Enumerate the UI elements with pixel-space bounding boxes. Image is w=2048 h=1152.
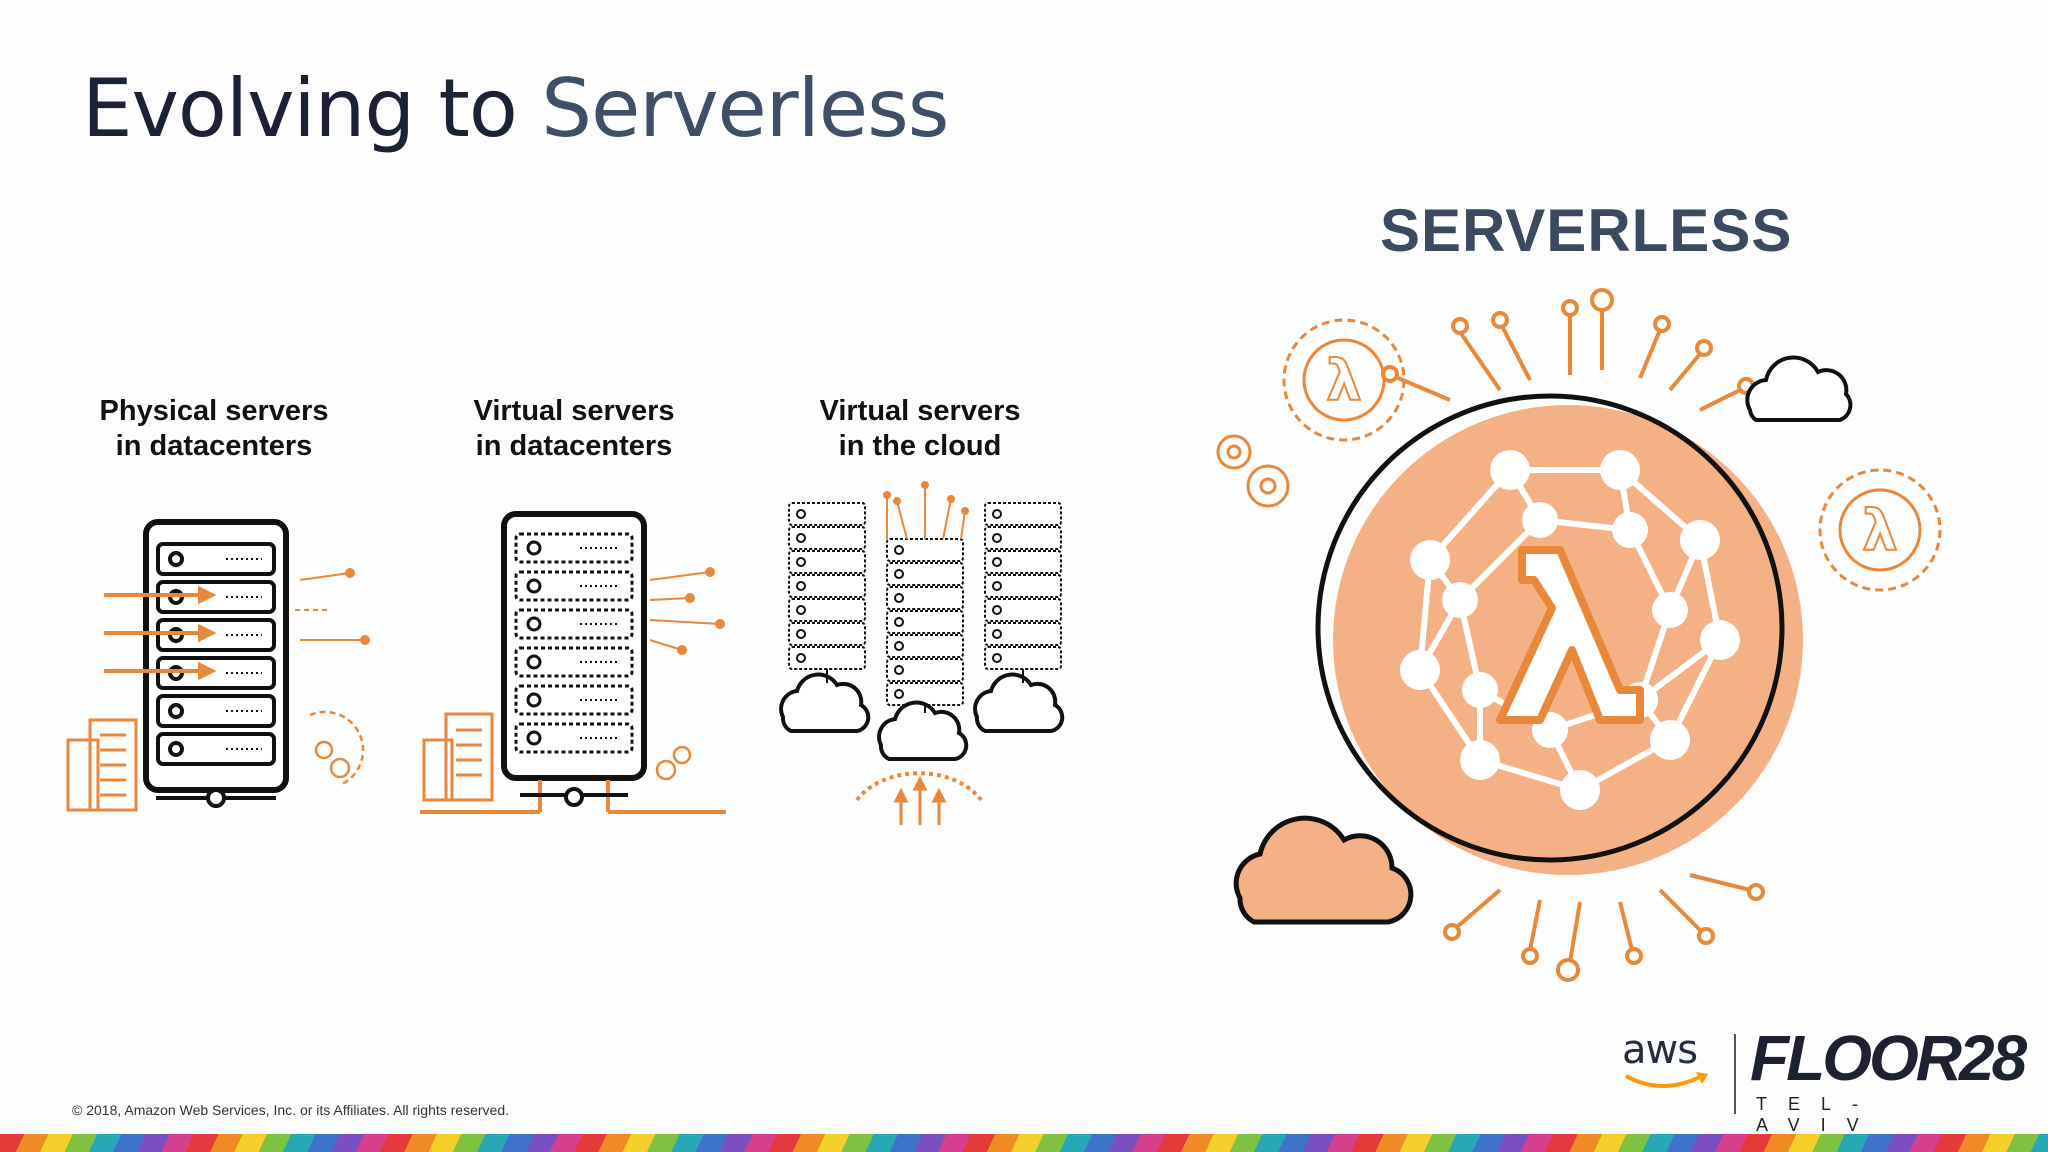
title-main: Evolving to	[82, 62, 541, 155]
title-accent: Serverless	[541, 62, 948, 155]
floor28-logo-name: FLOOR28	[1750, 1026, 2000, 1090]
physical-server-rack-icon	[60, 510, 380, 820]
floor28-logo: FLOOR28 TEL-AVIV	[1750, 1026, 2000, 1136]
gear-icon	[310, 712, 363, 785]
slide-title: Evolving to Serverless	[82, 62, 948, 155]
svg-text:λ: λ	[1862, 499, 1897, 564]
building-icon	[68, 720, 136, 810]
cloud-server-stack-icon	[775, 495, 1075, 835]
logo-divider	[1734, 1034, 1736, 1114]
copyright-text: © 2018, Amazon Web Services, Inc. or its…	[72, 1102, 509, 1118]
virtual-server-rack-icon	[420, 510, 740, 820]
gear-icon	[657, 747, 690, 779]
floor28-logo-city: TEL-AVIV	[1750, 1094, 2000, 1136]
svg-text:λ: λ	[1326, 349, 1361, 414]
serverless-label: SERVERLESS	[1380, 196, 1780, 265]
building-icon	[424, 714, 492, 800]
aws-logo-text: aws	[1622, 1030, 1712, 1070]
rainbow-stripe	[0, 1134, 2048, 1152]
aws-logo: aws	[1622, 1030, 1712, 1097]
aws-smile-icon	[1622, 1070, 1712, 1092]
gear-icon	[1218, 436, 1288, 506]
lambda-sphere-icon: λ λ	[1200, 290, 1960, 980]
